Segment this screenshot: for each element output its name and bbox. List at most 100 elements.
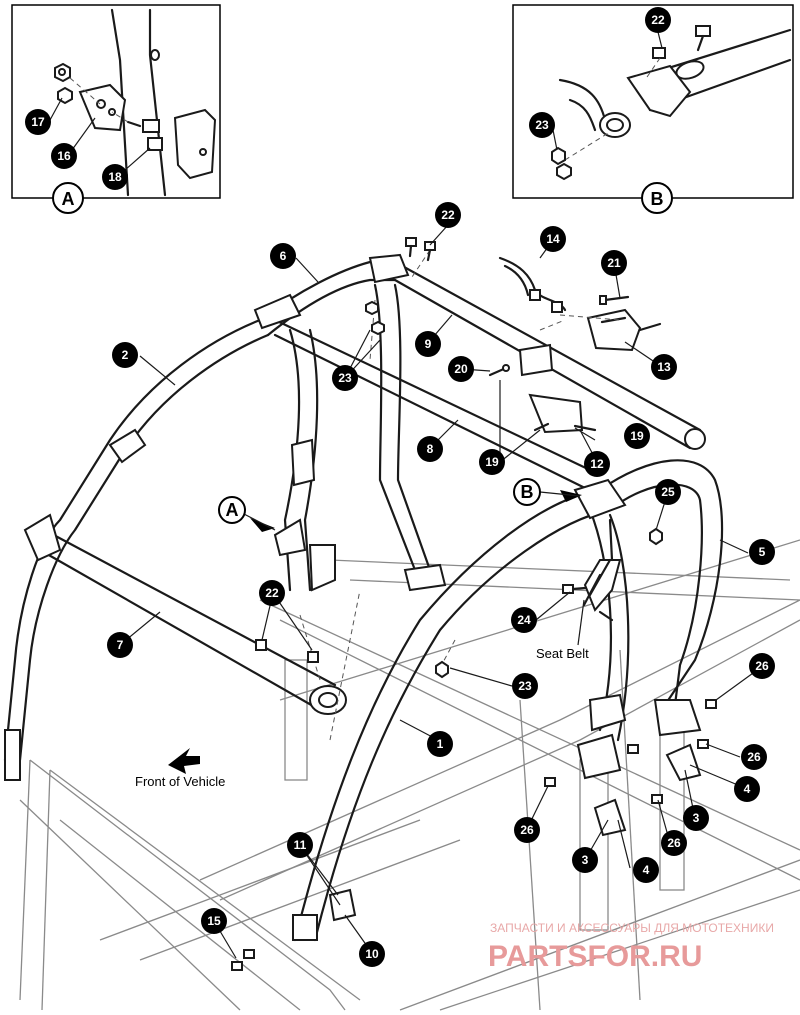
bolt-icon [652, 25, 711, 59]
svg-text:3: 3 [693, 811, 700, 825]
svg-text:26: 26 [755, 659, 769, 673]
watermark-brand: PARTSFOR.RU [488, 940, 702, 973]
callout-10: 10 [359, 941, 385, 967]
svg-text:A: A [62, 189, 75, 209]
callout-13: 13 [651, 354, 677, 380]
callout-12: 12 [584, 451, 610, 477]
vehicle-frame [19, 539, 800, 1011]
callout-26: 26 [749, 653, 775, 679]
seat-belt-label: Seat Belt [536, 646, 589, 661]
svg-text:23: 23 [338, 371, 352, 385]
svg-text:11: 11 [294, 838, 307, 852]
callout-21: 21 [601, 250, 627, 276]
screw-icon [573, 424, 597, 432]
callout-18: 18 [102, 164, 128, 190]
inset-b: 22 23 B [512, 4, 794, 214]
callout-3: 3 [572, 847, 598, 873]
watermark-tagline: ЗАПЧАСТИ И АКСЕССУАРЫ ДЛЯ МОТОТЕХНИКИ [490, 921, 774, 935]
callout-5: 5 [749, 539, 775, 565]
svg-text:4: 4 [744, 782, 751, 796]
callout-8: 8 [417, 436, 443, 462]
bolt-icon [231, 961, 243, 971]
inset-a-letter: A [52, 182, 84, 214]
callout-23: 23 [332, 365, 358, 391]
nut-icon [551, 146, 572, 181]
callout-26: 26 [741, 744, 767, 770]
svg-text:9: 9 [425, 337, 432, 351]
svg-text:18: 18 [108, 170, 122, 184]
callout-15: 15 [201, 908, 227, 934]
callout-24: 24 [511, 607, 537, 633]
callout-1: 1 [427, 731, 453, 757]
svg-text:12: 12 [590, 457, 604, 471]
bolt-icon [424, 241, 436, 262]
svg-text:A: A [226, 500, 239, 520]
svg-text:16: 16 [57, 149, 71, 163]
svg-text:26: 26 [747, 750, 761, 764]
front-arrow-icon [168, 748, 200, 774]
nut-icon [371, 320, 385, 336]
callout-11: 11 [287, 832, 313, 858]
svg-text:5: 5 [759, 545, 766, 559]
wiring-harness-icon [498, 256, 567, 313]
inset-b-letter: B [641, 182, 673, 214]
bolt-icon [243, 949, 255, 959]
callout-14: 14 [540, 226, 566, 252]
svg-text:2: 2 [122, 348, 129, 362]
bolt-icon [126, 119, 163, 151]
svg-text:26: 26 [520, 823, 534, 837]
callout-19: 19 [479, 449, 505, 475]
svg-text:8: 8 [427, 442, 434, 456]
svg-text:B: B [651, 189, 664, 209]
bolt-icon [405, 237, 417, 258]
callout-3: 3 [683, 805, 709, 831]
svg-text:23: 23 [518, 679, 532, 693]
svg-text:10: 10 [365, 947, 379, 961]
seat-belt-icon [582, 518, 622, 622]
nut-icon [649, 527, 663, 546]
svg-text:13: 13 [657, 360, 671, 374]
svg-text:22: 22 [441, 208, 455, 222]
callout-16: 16 [51, 143, 77, 169]
callout-22: 22 [435, 202, 461, 228]
callout-22: 22 [645, 7, 671, 33]
svg-text:25: 25 [661, 485, 675, 499]
pointer-a: A [218, 496, 276, 532]
screw-icon [638, 322, 662, 332]
bolt-icon [307, 651, 319, 663]
svg-text:6: 6 [280, 249, 287, 263]
dome-light-icon [586, 308, 642, 352]
svg-text:B: B [521, 482, 534, 502]
callout-19: 19 [624, 423, 650, 449]
screw-icon [533, 422, 550, 432]
svg-text:4: 4 [643, 863, 650, 877]
bolt-icon [562, 584, 587, 594]
callout-25: 25 [655, 479, 681, 505]
nut-icon [54, 62, 73, 105]
watermark: ЗАПЧАСТИ И АКСЕССУАРЫ ДЛЯ МОТОТЕХНИКИ PA… [488, 921, 774, 973]
callout-2: 2 [112, 342, 138, 368]
nut-icon [365, 300, 379, 316]
callout-20: 20 [448, 356, 474, 382]
svg-text:20: 20 [454, 362, 468, 376]
svg-text:14: 14 [546, 232, 560, 246]
fasteners [231, 237, 717, 971]
svg-text:15: 15 [207, 914, 221, 928]
callout-17: 17 [25, 109, 51, 135]
screw-icon [599, 295, 630, 305]
callout-9: 9 [415, 331, 441, 357]
svg-text:7: 7 [117, 638, 124, 652]
callout-6: 6 [270, 243, 296, 269]
pointer-b: B [513, 478, 582, 506]
front-of-vehicle-label: Front of Vehicle [135, 774, 225, 789]
screw-icon [488, 364, 510, 377]
callout-26: 26 [514, 817, 540, 843]
bolt-icon [627, 744, 639, 754]
callout-4: 4 [734, 776, 760, 802]
bolt-icon [697, 739, 709, 749]
bolt-icon [544, 777, 556, 787]
svg-text:3: 3 [582, 853, 589, 867]
svg-text:26: 26 [667, 836, 681, 850]
roll-cage [3, 249, 724, 942]
